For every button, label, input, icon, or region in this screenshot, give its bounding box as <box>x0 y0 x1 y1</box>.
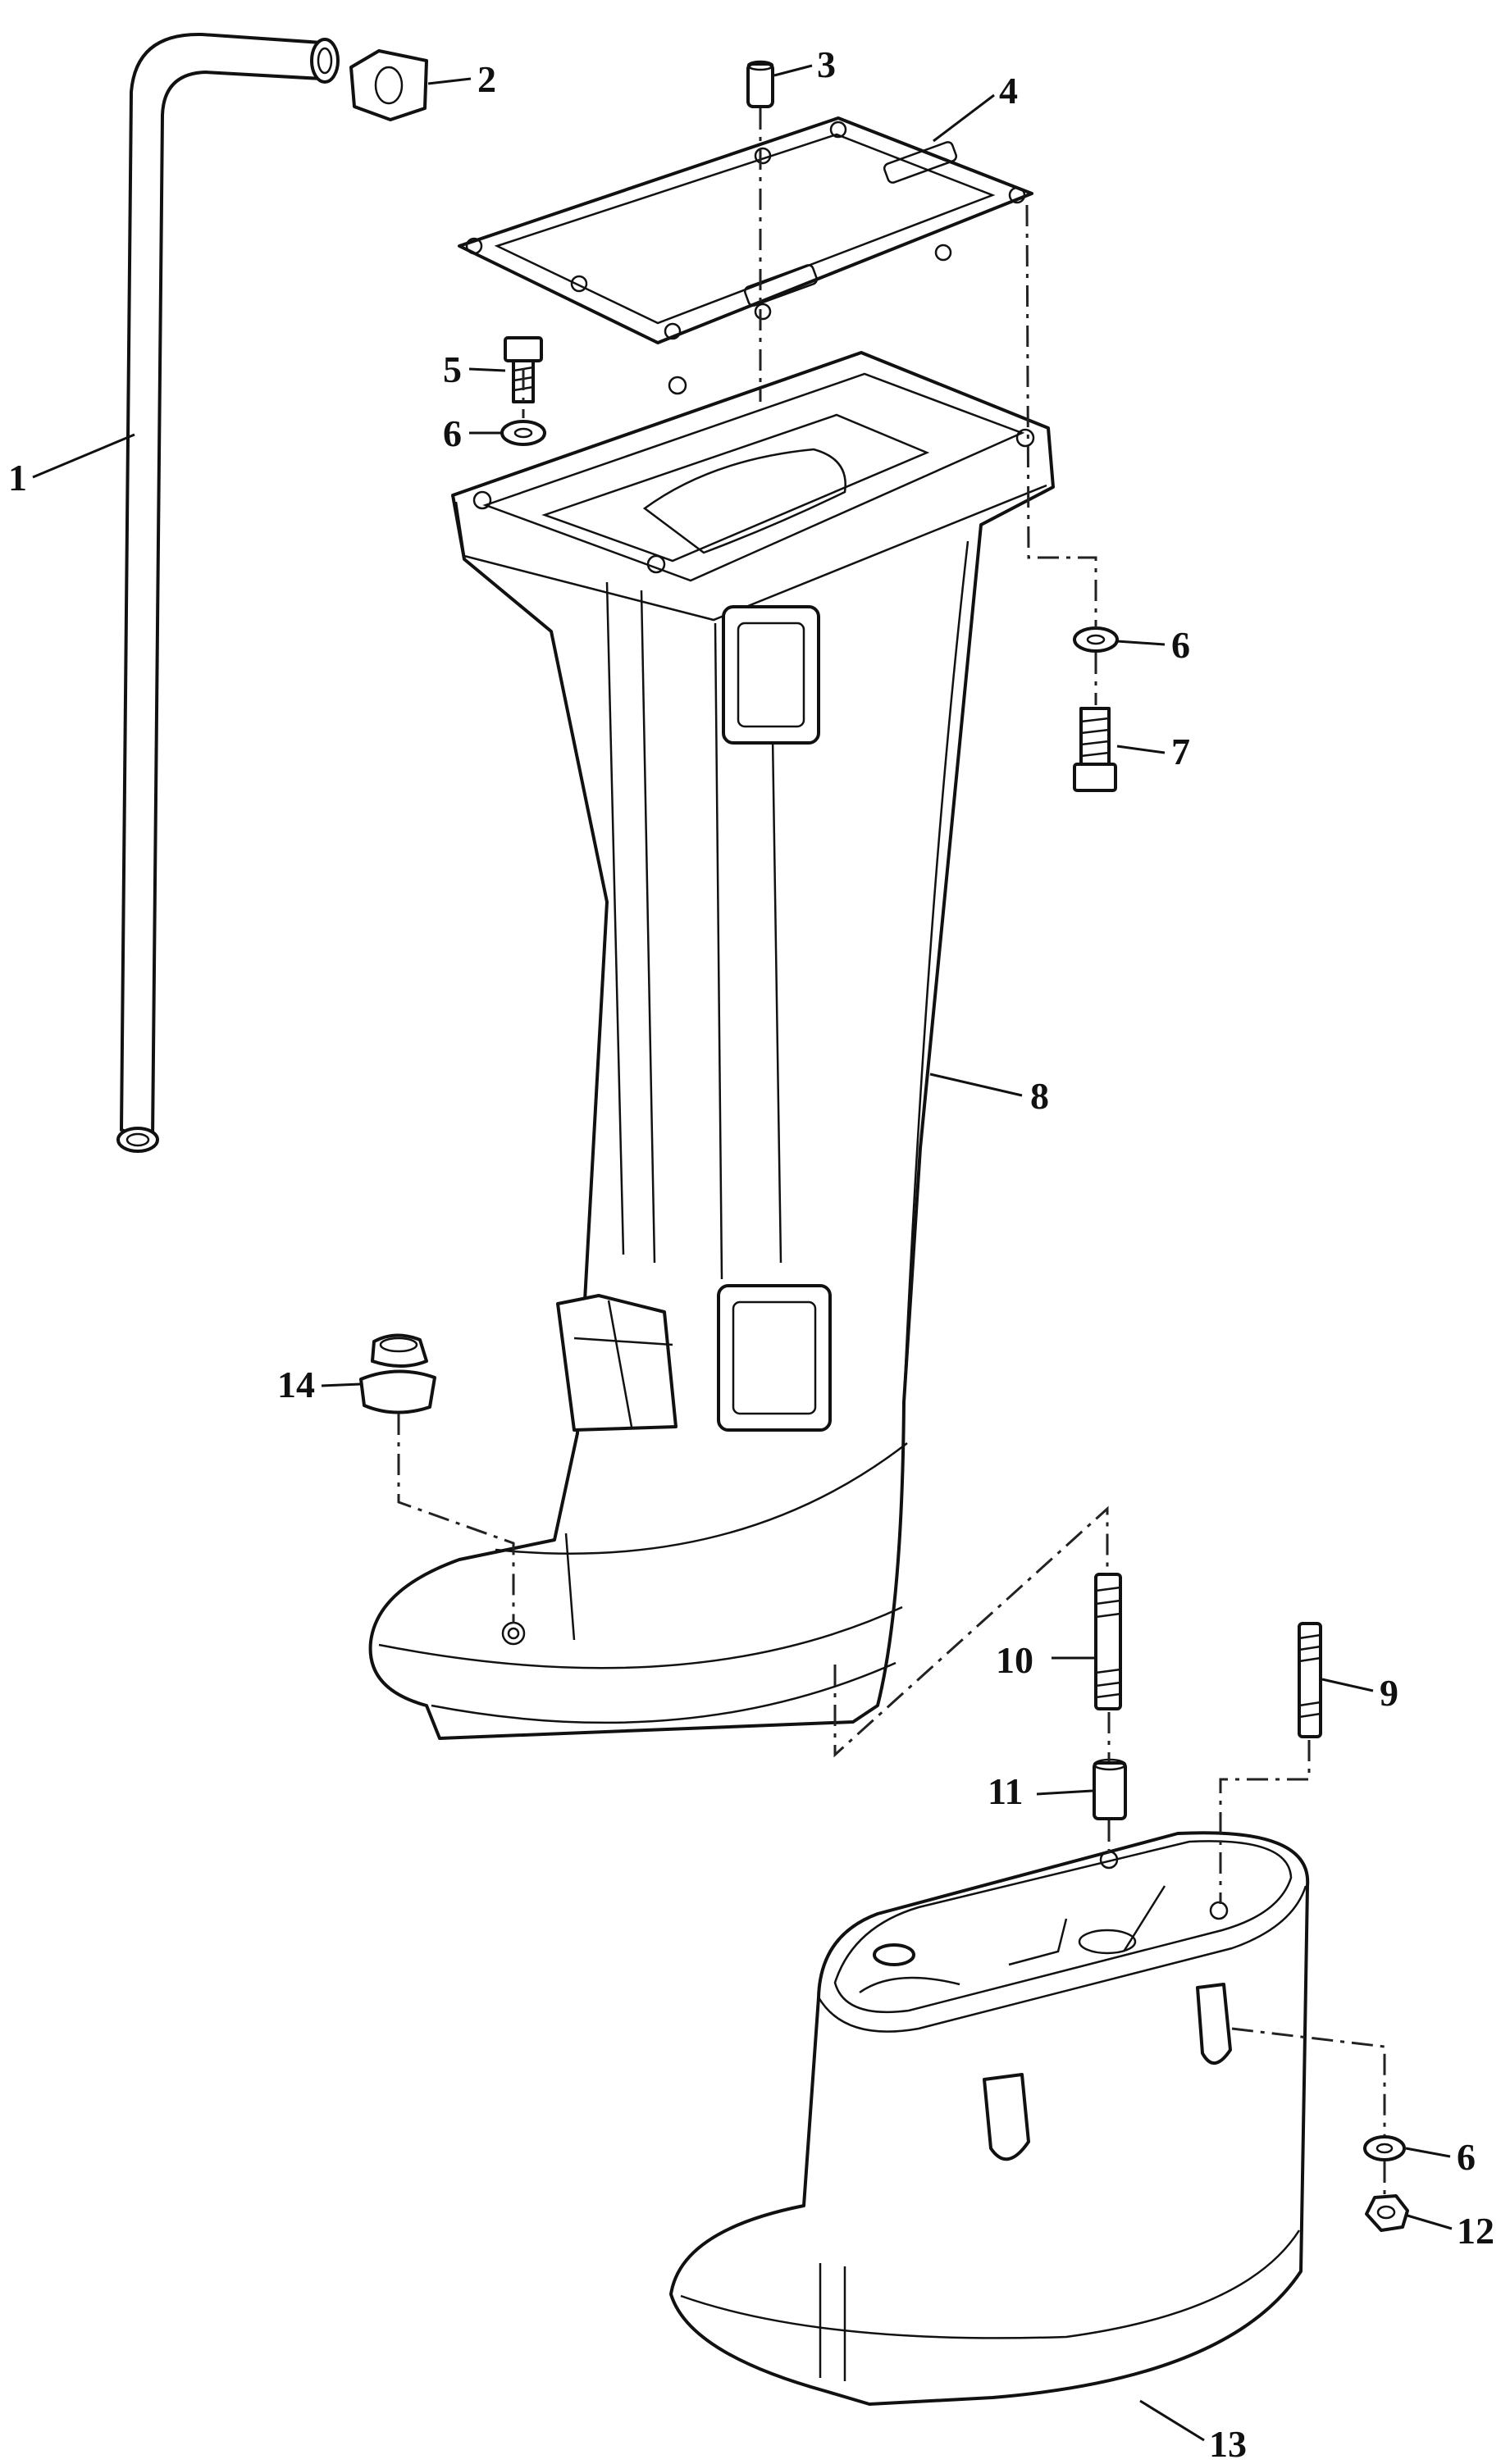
callout-label: 7 <box>1171 731 1190 772</box>
callout-label: 6 <box>1457 2136 1476 2178</box>
washer-part <box>500 420 546 446</box>
callout-label: 3 <box>817 43 836 85</box>
callout-label: 12 <box>1457 2210 1494 2252</box>
sleeve-part <box>1093 1758 1127 1820</box>
washer-part <box>1363 2135 1406 2161</box>
gasket-part <box>458 116 1033 344</box>
callout-label: 13 <box>1209 2423 1247 2464</box>
callout-label: 9 <box>1380 1672 1398 1714</box>
callout-label: 8 <box>1030 1075 1049 1117</box>
tube-part <box>116 32 340 1153</box>
callout-label: 6 <box>1171 624 1190 666</box>
callout-label: 6 <box>443 412 462 454</box>
grommet-block-part <box>349 49 428 121</box>
stud-part <box>1094 1573 1122 1710</box>
rubber-mount-part <box>359 1333 436 1414</box>
callout-label: 1 <box>8 457 27 499</box>
washer-part <box>1073 626 1119 653</box>
driveshaft-housing-part <box>368 351 1055 1740</box>
callout-label: 2 <box>477 58 496 100</box>
callout-label: 10 <box>996 1639 1033 1681</box>
callout-label: 11 <box>988 1770 1023 1812</box>
assembly-dash-lines <box>397 108 1386 2196</box>
callout-label: 4 <box>999 70 1018 112</box>
stud-part <box>1298 1622 1322 1738</box>
bolt-part <box>1073 707 1117 792</box>
callout-label: 14 <box>277 1364 315 1405</box>
callouts: 1 2 3 4 5 6 6 7 8 9 10 11 6 12 13 14 <box>8 43 1494 2464</box>
nut-part <box>1365 2194 1409 2232</box>
lower-housing-part <box>669 1831 1310 2406</box>
dowel-pin-part <box>746 60 774 108</box>
callout-label: 5 <box>443 348 462 390</box>
leader-lines <box>32 64 1453 2442</box>
